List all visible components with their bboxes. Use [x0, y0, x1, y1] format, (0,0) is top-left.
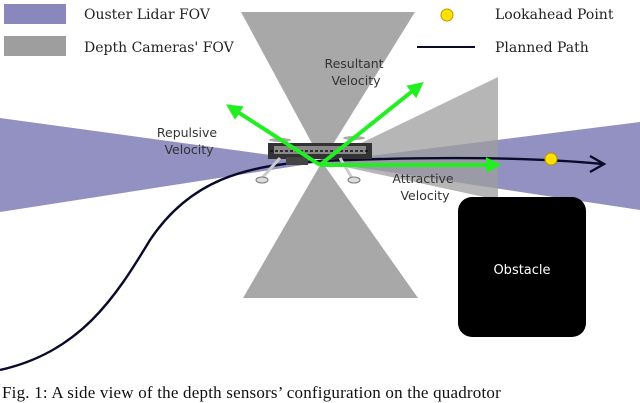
attractive-velocity-label: Attractive Velocity	[392, 171, 457, 203]
resultant-velocity-label: Resultant Velocity	[324, 56, 387, 88]
camera-fov-bottom	[243, 162, 418, 298]
legend-lookahead-label: Lookahead Point	[495, 7, 614, 23]
path-arrowhead	[589, 154, 607, 174]
figure-caption: Fig. 1: A side view of the depth sensors…	[2, 383, 501, 402]
legend-lookahead-marker	[440, 8, 454, 22]
legend-camera-swatch	[4, 36, 66, 56]
repulsive-velocity-label: Repulsive Velocity	[157, 125, 221, 157]
lookahead-point	[544, 152, 558, 166]
legend-lidar-label: Ouster Lidar FOV	[84, 7, 211, 23]
obstacle-block	[458, 197, 586, 337]
camera-fov-top	[241, 12, 415, 162]
resultant-velocity-arrow	[318, 82, 424, 167]
lidar-fov-left	[0, 118, 322, 212]
legend-camera-label: Depth Cameras' FOV	[84, 40, 235, 56]
legend-path-label: Planned Path	[495, 40, 589, 56]
repulsive-velocity-arrow	[225, 104, 322, 167]
camera-fov-right	[322, 77, 498, 200]
obstacle-label: Obstacle	[493, 263, 550, 278]
legend-lidar-swatch	[4, 4, 66, 24]
planned-path	[0, 156, 604, 372]
